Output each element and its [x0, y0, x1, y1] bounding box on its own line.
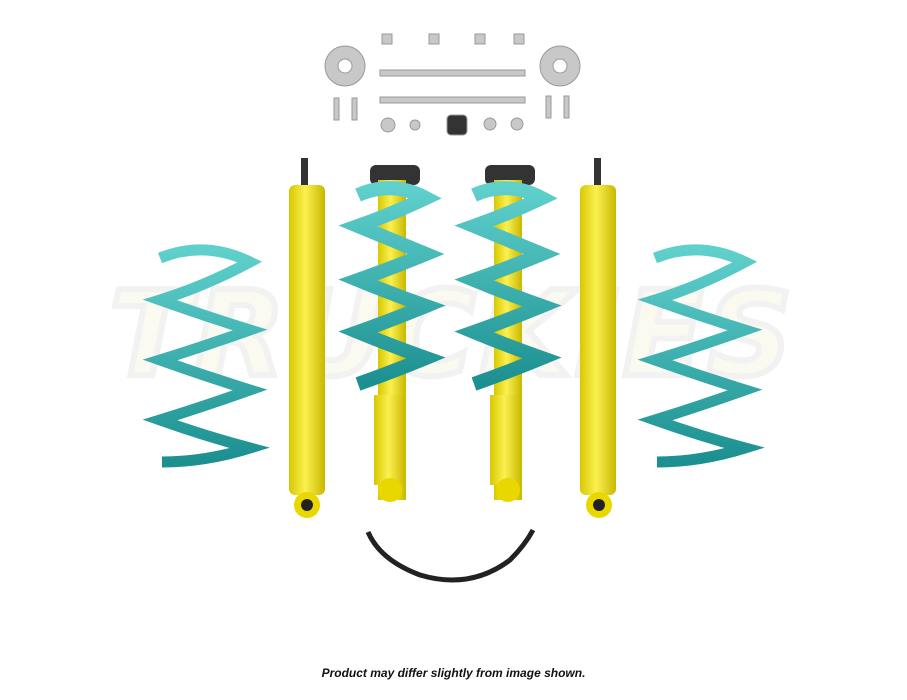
- shock-absorber-left: [289, 158, 325, 518]
- hardware-set: [324, 33, 581, 136]
- shock-absorber-right: [580, 158, 616, 518]
- coilover-strut-right: [454, 165, 562, 502]
- disclaimer-caption: Product may differ slightly from image s…: [321, 666, 586, 680]
- coilover-strut-left: [338, 165, 446, 502]
- brake-hose: [365, 528, 536, 583]
- coil-spring-left: [142, 244, 270, 468]
- coil-spring-right: [637, 244, 765, 468]
